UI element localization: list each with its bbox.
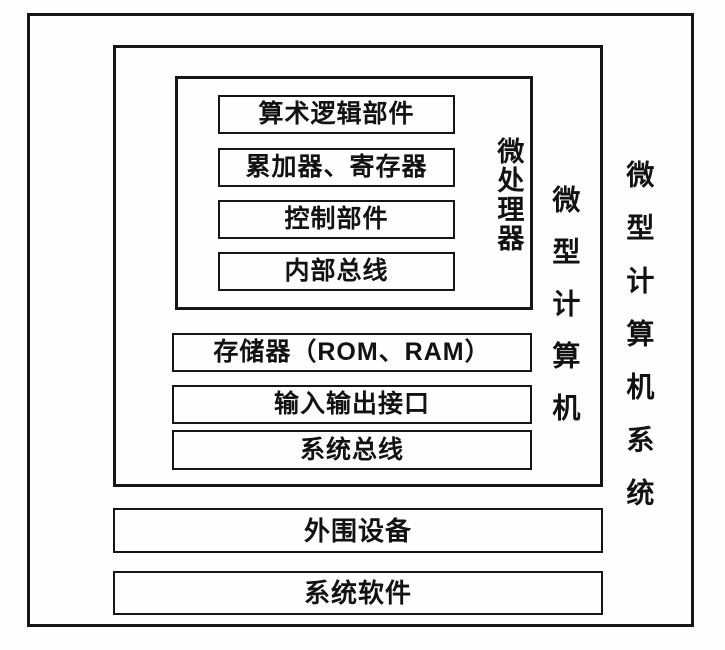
control-unit-label: 控制部件 — [284, 205, 389, 233]
system-bus-label: 系统总线 — [299, 435, 404, 464]
accumulator-register-label: 累加器、寄存器 — [245, 153, 428, 181]
microcomputer-system-box: 算术逻辑部件 累加器、寄存器 控制部件 内部总线 微处理器 存储器（ROM、RA… — [27, 13, 694, 627]
control-unit-box: 控制部件 — [218, 200, 455, 239]
internal-bus-box: 内部总线 — [218, 252, 455, 291]
io-interface-box: 输入输出接口 — [172, 385, 532, 424]
system-software-label: 系统软件 — [303, 578, 412, 608]
io-interface-label: 输入输出接口 — [273, 390, 430, 418]
microprocessor-label: 微处理器 — [493, 137, 524, 253]
alu-label: 算术逻辑部件 — [258, 100, 415, 128]
microprocessor-box: 算术逻辑部件 累加器、寄存器 控制部件 内部总线 微处理器 — [175, 76, 533, 310]
microcomputer-box: 算术逻辑部件 累加器、寄存器 控制部件 内部总线 微处理器 存储器（ROM、RA… — [113, 45, 603, 487]
accumulator-register-box: 累加器、寄存器 — [218, 148, 455, 187]
memory-box: 存储器（ROM、RAM） — [172, 333, 532, 372]
memory-label: 存储器（ROM、RAM） — [213, 338, 491, 366]
alu-box: 算术逻辑部件 — [218, 95, 455, 134]
peripherals-box: 外围设备 — [113, 508, 603, 553]
system-software-box: 系统软件 — [113, 571, 603, 615]
microcomputer-system-label: 微型计算机系统 — [623, 160, 655, 531]
microcomputer-label: 微型计算机 — [549, 185, 581, 445]
system-bus-box: 系统总线 — [172, 430, 532, 470]
internal-bus-label: 内部总线 — [284, 257, 389, 285]
peripherals-label: 外围设备 — [303, 515, 412, 546]
